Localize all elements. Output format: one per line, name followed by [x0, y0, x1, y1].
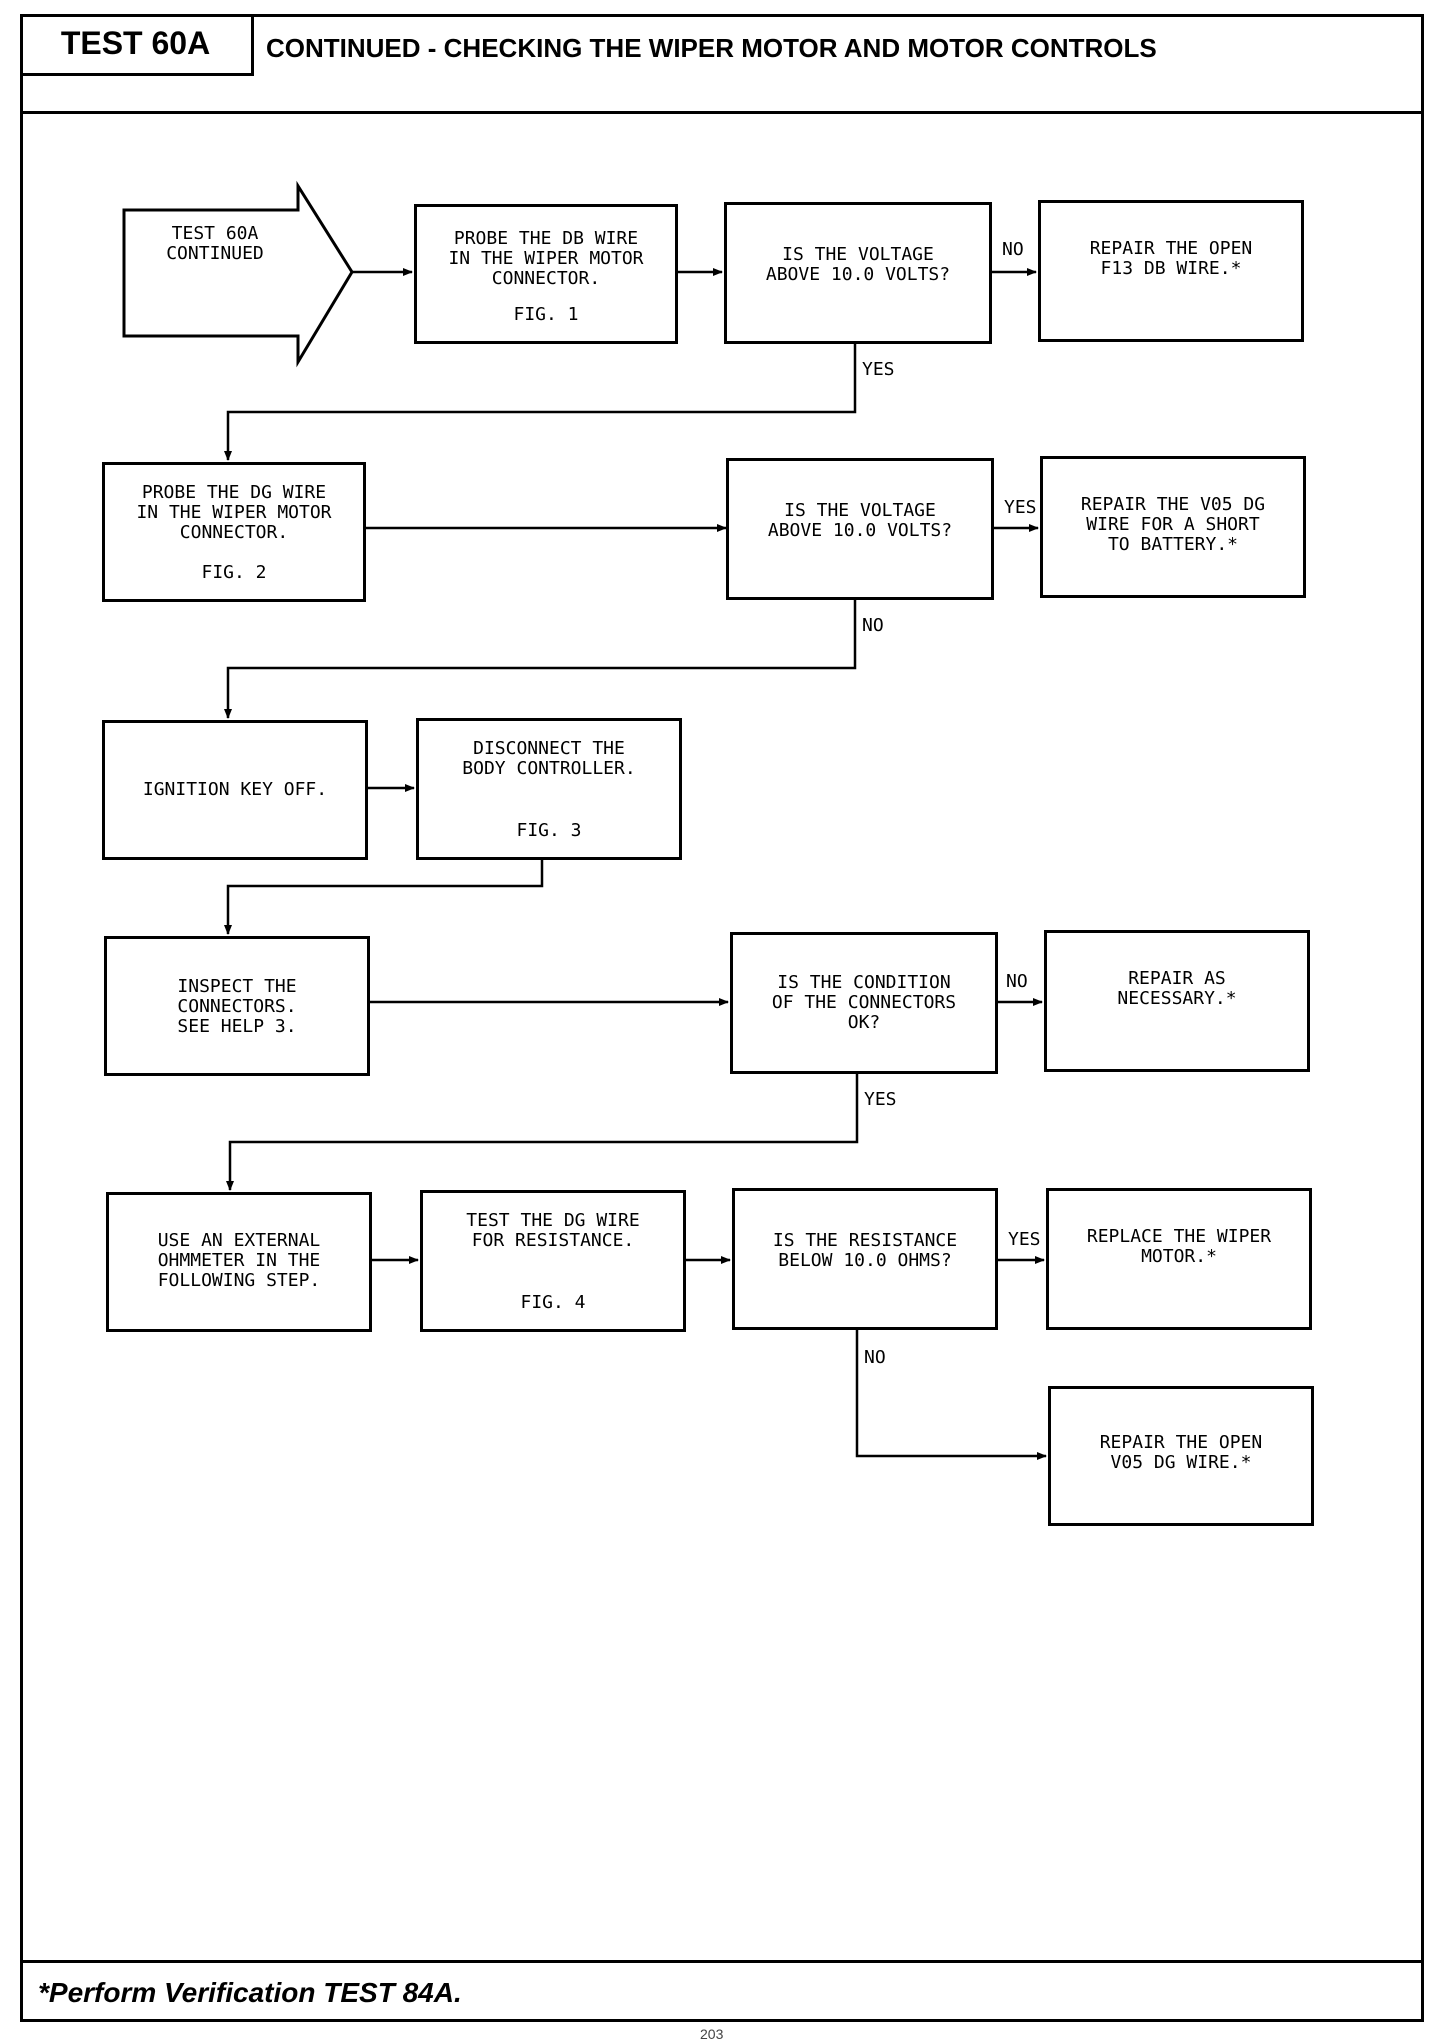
repair-necessary-text: REPAIR AS NECESSARY.* [1117, 968, 1237, 1009]
test-id-box: TEST 60A [20, 14, 254, 76]
start-node: TEST 60A CONTINUED [140, 214, 290, 274]
page-title: CONTINUED - CHECKING THE WIPER MOTOR AND… [266, 33, 1157, 63]
condition-decision: IS THE CONDITION OF THE CONNECTORS OK? [730, 932, 998, 1074]
replace-motor-box: REPLACE THE WIPER MOTOR.* [1046, 1188, 1312, 1330]
label-q4-no: NO [864, 1347, 886, 1368]
connector-q2-no [224, 598, 857, 719]
fig-1-label: FIG. 1 [513, 304, 579, 325]
start-label: TEST 60A CONTINUED [166, 223, 264, 264]
connector-q4-no [855, 1330, 1047, 1460]
resistance-decision-text: IS THE RESISTANCE BELOW 10.0 OHMS? [772, 1230, 958, 1271]
disconnect-controller-box: DISCONNECT THE BODY CONTROLLER. FIG. 3 [416, 718, 682, 860]
verification-note: *Perform Verification TEST 84A. [38, 1977, 462, 2008]
label-q1-no: NO [1002, 239, 1024, 260]
test-dg-resistance-text: TEST THE DG WIRE FOR RESISTANCE. [466, 1210, 640, 1251]
page-frame [20, 14, 1424, 2022]
start-arrow-shape [122, 180, 354, 368]
disconnect-controller-text: DISCONNECT THE BODY CONTROLLER. [462, 738, 636, 779]
probe-db-wire-box: PROBE THE DB WIRE IN THE WIPER MOTOR CON… [414, 204, 678, 344]
test-dg-resistance-box: TEST THE DG WIRE FOR RESISTANCE. FIG. 4 [420, 1190, 686, 1332]
connector-q3-yes [226, 1072, 859, 1191]
connector-q1-yes [224, 342, 857, 461]
resistance-decision: IS THE RESISTANCE BELOW 10.0 OHMS? [732, 1188, 998, 1330]
label-q1-yes: YES [862, 359, 895, 380]
label-q2-yes: YES [1004, 497, 1037, 518]
repair-v05-open-box: REPAIR THE OPEN V05 DG WIRE.* [1048, 1386, 1314, 1526]
repair-f13-box: REPAIR THE OPEN F13 DB WIRE.* [1038, 200, 1304, 342]
replace-motor-text: REPLACE THE WIPER MOTOR.* [1086, 1226, 1272, 1267]
label-q3-no: NO [1006, 971, 1028, 992]
label-q3-yes: YES [864, 1089, 897, 1110]
probe-dg-wire-text: PROBE THE DG WIRE IN THE WIPER MOTOR CON… [136, 482, 332, 543]
footer: *Perform Verification TEST 84A. [20, 1960, 1424, 2022]
inspect-connectors-box: INSPECT THE CONNECTORS. SEE HELP 3. [104, 936, 370, 1076]
connector-disconnect-to-inspect [224, 858, 544, 935]
probe-db-wire-text: PROBE THE DB WIRE IN THE WIPER MOTOR CON… [448, 228, 644, 289]
repair-v05-short-box: REPAIR THE V05 DG WIRE FOR A SHORT TO BA… [1040, 456, 1306, 598]
fig-3-label: FIG. 3 [516, 820, 582, 841]
use-ohmmeter-box: USE AN EXTERNAL OHMMETER IN THE FOLLOWIN… [106, 1192, 372, 1332]
voltage-decision-2-text: IS THE VOLTAGE ABOVE 10.0 VOLTS? [767, 500, 953, 541]
label-q2-no: NO [862, 615, 884, 636]
header: TEST 60A CONTINUED - CHECKING THE WIPER … [20, 14, 1424, 114]
condition-decision-text: IS THE CONDITION OF THE CONNECTORS OK? [771, 972, 957, 1033]
test-id: TEST 60A [60, 25, 211, 61]
ignition-off-box: IGNITION KEY OFF. [102, 720, 368, 860]
probe-dg-wire-box: PROBE THE DG WIRE IN THE WIPER MOTOR CON… [102, 462, 366, 602]
repair-v05-short-text: REPAIR THE V05 DG WIRE FOR A SHORT TO BA… [1080, 494, 1266, 555]
voltage-decision-1-text: IS THE VOLTAGE ABOVE 10.0 VOLTS? [765, 244, 951, 285]
voltage-decision-2: IS THE VOLTAGE ABOVE 10.0 VOLTS? [726, 458, 994, 600]
page-number: 203 [700, 2026, 724, 2042]
inspect-connectors-text: INSPECT THE CONNECTORS. SEE HELP 3. [177, 976, 297, 1037]
fig-4-label: FIG. 4 [520, 1292, 586, 1313]
use-ohmmeter-text: USE AN EXTERNAL OHMMETER IN THE FOLLOWIN… [157, 1230, 321, 1291]
label-q4-yes: YES [1008, 1229, 1041, 1250]
repair-v05-open-text: REPAIR THE OPEN V05 DG WIRE.* [1099, 1432, 1263, 1473]
repair-f13-text: REPAIR THE OPEN F13 DB WIRE.* [1089, 238, 1253, 279]
ignition-off-text: IGNITION KEY OFF. [142, 779, 328, 800]
repair-necessary-box: REPAIR AS NECESSARY.* [1044, 930, 1310, 1072]
voltage-decision-1: IS THE VOLTAGE ABOVE 10.0 VOLTS? [724, 202, 992, 344]
fig-2-label: FIG. 2 [201, 562, 267, 583]
